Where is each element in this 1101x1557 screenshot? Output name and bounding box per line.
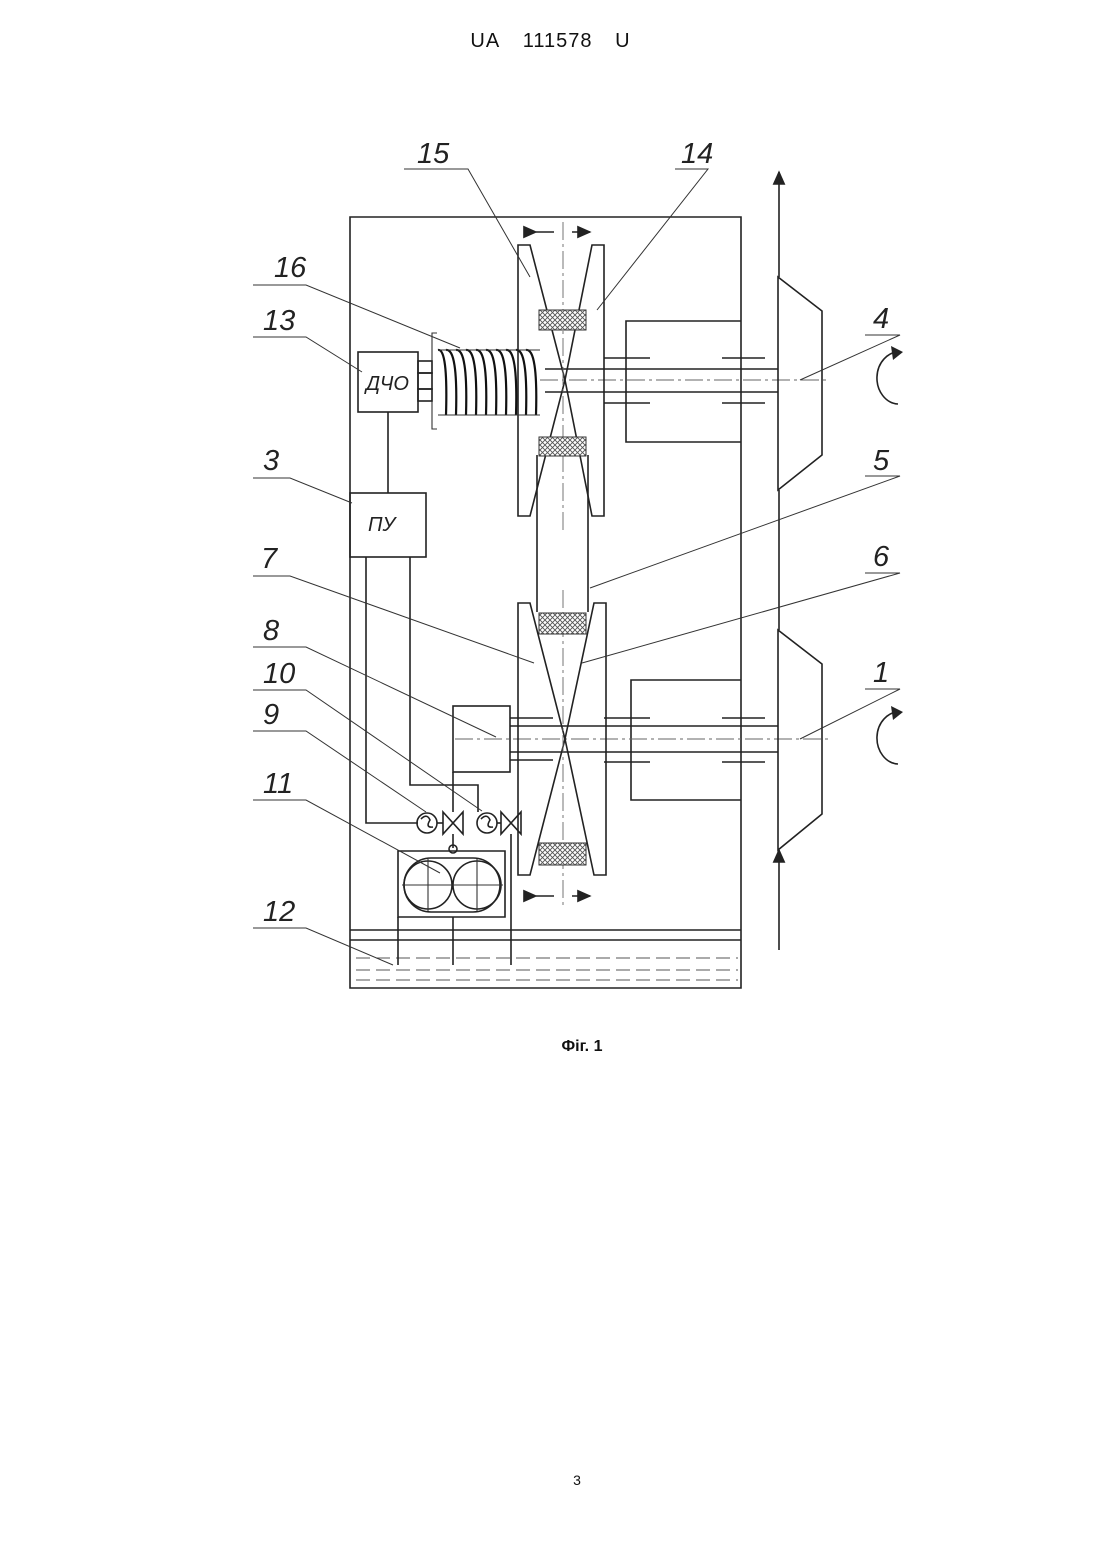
output-shaft [540, 369, 830, 392]
oil-reservoir [356, 958, 738, 980]
ref-numeral-13: 11 [263, 768, 293, 800]
ref-numeral-6: 7 [261, 543, 279, 575]
output-coupling [778, 277, 822, 490]
figure-caption: Фіг. 1 [0, 1038, 1101, 1056]
drive-belt [537, 310, 588, 865]
ref-numeral-10: 8 [263, 615, 279, 647]
input-shaft [455, 726, 830, 752]
housing [350, 217, 741, 988]
rotation-icon-output [877, 346, 903, 404]
gear-pump [398, 845, 505, 965]
ref-numeral-14: 12 [263, 896, 295, 928]
pressure-spring [418, 333, 540, 429]
ref-numeral-7: 14 [681, 138, 713, 170]
sensor-box-label: ДЧО [364, 373, 409, 395]
ref-numeral-5: 6 [873, 541, 890, 573]
controller-box-label: ПУ [368, 514, 397, 536]
ref-numeral-1: 1 [873, 657, 889, 689]
page-number: 3 [0, 1472, 1101, 1488]
ref-numeral-16: 3 [263, 445, 279, 477]
rotation-icon-input [877, 706, 903, 764]
ref-numeral-3: 4 [873, 303, 889, 335]
ref-numeral-8: 15 [417, 138, 450, 170]
control-unit-block: ПУ [350, 493, 426, 557]
ref-numeral-11: 9 [263, 699, 279, 731]
input-coupling [778, 630, 822, 850]
ref-numeral-15: 13 [263, 305, 295, 337]
ref-numeral-9: 16 [274, 252, 307, 284]
upper-variable-pulley [518, 222, 604, 530]
speed-sensor-block: ДЧО [358, 352, 418, 412]
reference-numerals: 15 14 16 13 3 4 5 6 7 8 10 9 11 12 1 [261, 138, 890, 928]
ref-numeral-12: 10 [263, 658, 295, 690]
ref-numeral-4: 5 [873, 445, 890, 477]
